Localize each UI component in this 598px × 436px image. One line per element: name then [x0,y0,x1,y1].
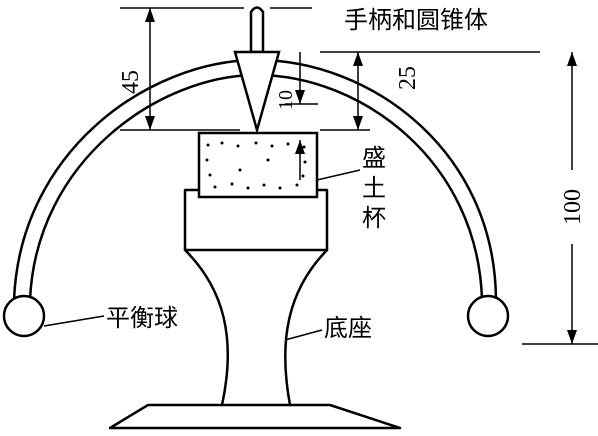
soil-dots [205,141,307,190]
label-handle-cone: 手柄和圆锥体 [344,6,488,34]
handle-rod [249,6,265,54]
dim-45: 45 [118,70,144,94]
label-soil-cup-2: 土 [362,174,386,202]
balance-ball-right [466,294,510,338]
cone [233,50,281,135]
balance-ball-left [2,294,46,338]
leader-lines [43,169,361,341]
label-soil-cup-3: 杯 [362,204,386,232]
dimension-lines [120,7,598,345]
handle-and-cone [233,6,281,135]
dim-25: 25 [395,66,421,90]
soil-cup [197,131,319,199]
label-balance-ball: 平衡球 [106,304,178,332]
dim-10: 10 [275,90,297,110]
label-soil-cup-1: 盛 [362,144,386,172]
base-plate [108,403,402,430]
base-collar [183,188,329,252]
base-pedestal [183,248,329,407]
dim-100: 100 [560,189,586,225]
label-base: 底座 [324,314,372,342]
